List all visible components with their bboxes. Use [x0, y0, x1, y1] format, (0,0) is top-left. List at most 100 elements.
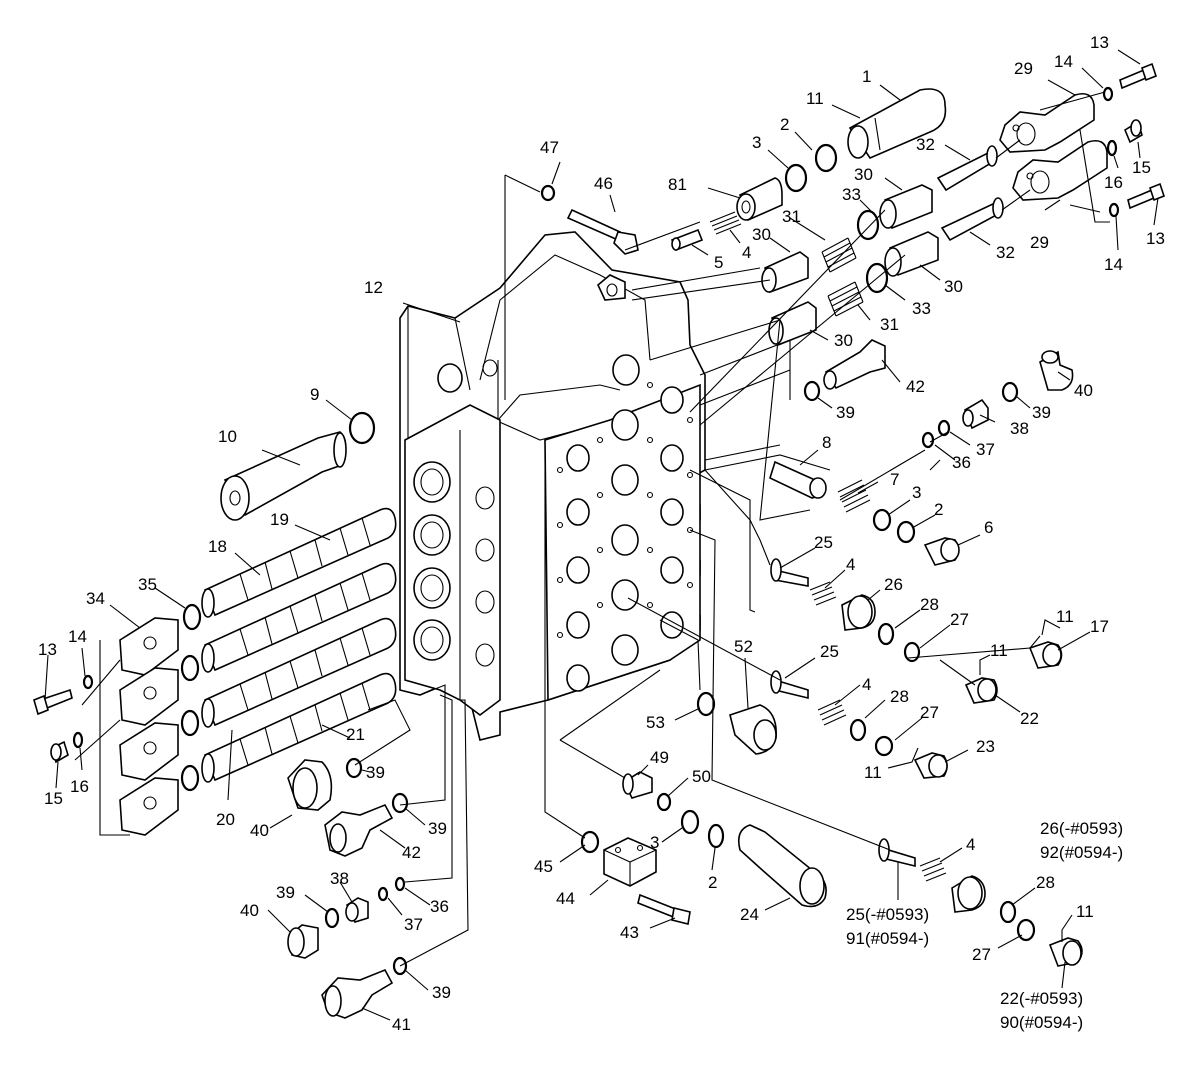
callout-25: 25 [820, 642, 839, 661]
callout-31: 31 [880, 315, 899, 334]
callout-42: 42 [402, 843, 421, 862]
bolt-46 [566, 208, 639, 255]
callout-30: 30 [834, 331, 853, 350]
callout-81: 81 [668, 175, 687, 194]
poppet-25-b [770, 670, 809, 700]
o-ring-39-mid [391, 792, 409, 814]
callout-13: 13 [1090, 33, 1109, 52]
callout-11: 11 [1056, 607, 1074, 626]
poppet-25-a [770, 558, 809, 587]
callout-39: 39 [836, 403, 855, 422]
plug-23 [913, 752, 948, 779]
callout-90-variant: 90(#0594-) [1000, 1013, 1083, 1032]
callout-32: 32 [996, 243, 1015, 262]
callout-2: 2 [780, 115, 789, 134]
plug-40-mid [287, 759, 333, 811]
callout-91-variant: 91(#0594-) [846, 929, 929, 948]
callout-11: 11 [864, 763, 882, 782]
spool-18 [201, 507, 397, 618]
plug-81 [736, 177, 783, 222]
callout-4: 4 [966, 835, 975, 854]
callout-16: 16 [1104, 173, 1123, 192]
spools [201, 507, 397, 783]
callout-27: 27 [950, 610, 969, 629]
callout-2: 2 [708, 873, 717, 892]
part-1-cap [847, 88, 947, 159]
callout-10: 10 [218, 427, 237, 446]
callout-2: 2 [934, 500, 943, 519]
o-ring-16-right [1106, 139, 1118, 157]
ring-27-b [874, 735, 894, 757]
callout-39: 39 [276, 883, 295, 902]
o-ring-53 [696, 691, 716, 717]
callout-37: 37 [976, 440, 995, 459]
callout-18: 18 [208, 537, 227, 556]
callout-11: 11 [990, 641, 1008, 660]
callout-7: 7 [890, 470, 899, 489]
callout-40: 40 [1074, 381, 1093, 400]
callout-45: 45 [534, 857, 553, 876]
callout-11: 11 [1076, 902, 1094, 921]
plug-38-top [962, 398, 989, 430]
callout-42: 42 [906, 377, 925, 396]
ring-27-c [1016, 918, 1036, 942]
bolt-13-right [1127, 182, 1165, 210]
callout-13: 13 [1146, 229, 1165, 248]
callout-40: 40 [240, 901, 259, 920]
rod-32-a [936, 145, 998, 192]
callout-labels: 1 2 2 2 3 3 3 4 4 4 4 5 6 7 8 9 10 11 11… [38, 33, 1165, 1034]
o-ring-3-right [872, 508, 892, 532]
callout-13: 13 [38, 640, 57, 659]
callout-25: 25 [814, 533, 833, 552]
callout-33: 33 [842, 185, 861, 204]
spring-4-c [919, 857, 947, 882]
callout-36: 36 [430, 897, 449, 916]
callout-3: 3 [650, 833, 659, 852]
rod-32-b [940, 197, 1004, 242]
plug-17 [1028, 641, 1063, 669]
callout-39: 39 [428, 819, 447, 838]
callout-27: 27 [920, 703, 939, 722]
callout-8: 8 [822, 433, 831, 452]
leader-lines [44, 49, 1159, 1021]
callout-4: 4 [862, 675, 871, 694]
plug-6 [923, 537, 960, 566]
callout-35: 35 [138, 575, 157, 594]
callout-3: 3 [912, 483, 921, 502]
callout-47: 47 [540, 138, 559, 157]
callout-1: 1 [862, 67, 871, 86]
covers-34 [119, 617, 179, 836]
spring-4-b [817, 699, 847, 726]
o-ring-28-c [999, 900, 1017, 924]
bolt-13-top [1119, 62, 1157, 90]
washer-14-top [1102, 86, 1114, 102]
spring-4-a [809, 581, 837, 606]
plug-22-lower [1048, 937, 1083, 967]
poppet-25-c [878, 838, 916, 868]
o-ring-3-lower [680, 809, 700, 835]
callout-53: 53 [646, 713, 665, 732]
callout-11: 11 [806, 89, 824, 108]
o-ring-33-b [865, 262, 889, 294]
o-ring-28-a [877, 622, 895, 646]
callout-39: 39 [432, 983, 451, 1002]
o-ring-50 [656, 792, 672, 812]
ring-2-lower [707, 823, 725, 849]
callout-23: 23 [976, 737, 995, 756]
spool-20 [201, 617, 397, 728]
callout-50: 50 [692, 767, 711, 786]
valve-body [399, 231, 706, 741]
callout-52: 52 [734, 637, 753, 656]
o-ring-45 [580, 830, 600, 854]
o-ring-36-top [921, 431, 935, 449]
callout-22-variant: 22(-#0593) [1000, 989, 1083, 1008]
callout-26-variant: 26(-#0593) [1040, 819, 1123, 838]
callout-40: 40 [250, 821, 269, 840]
o-rings-35 [180, 603, 202, 792]
o-ring-39-right [1001, 381, 1019, 403]
o-ring-36-lower [394, 876, 406, 892]
callout-4: 4 [846, 555, 855, 574]
callout-28: 28 [890, 687, 909, 706]
